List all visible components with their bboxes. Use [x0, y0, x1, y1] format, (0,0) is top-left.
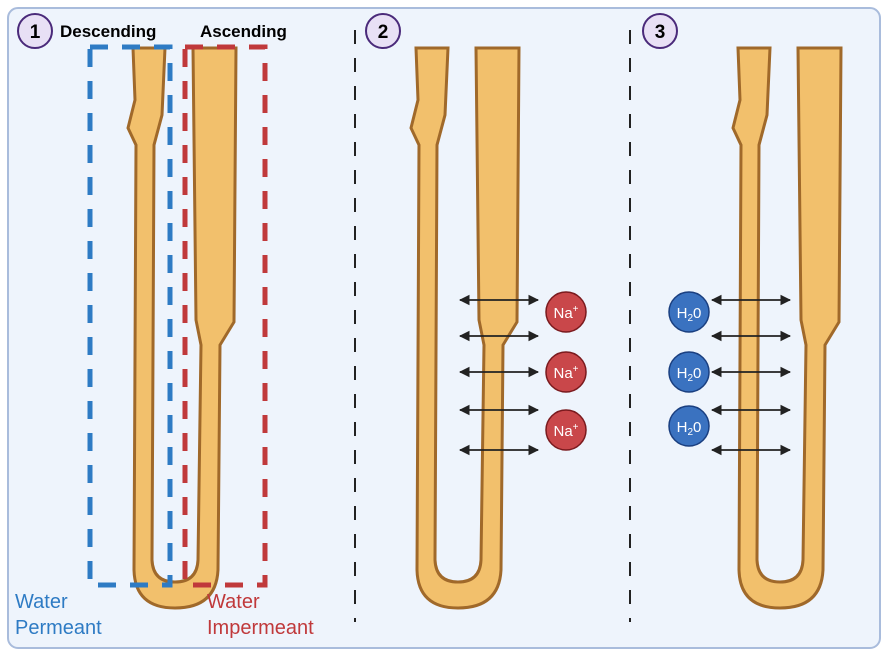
water-molecule: H20 — [668, 405, 710, 447]
sodium-ion: Na+ — [545, 409, 587, 451]
descending-label: Descending — [60, 22, 156, 41]
step-number: 2 — [378, 22, 389, 43]
sodium-ion: Na+ — [545, 351, 587, 393]
ion-label: Na+ — [553, 364, 578, 382]
molecule-label: H20 — [677, 305, 702, 324]
impermeant-label: Impermeant — [207, 617, 314, 639]
water-molecule: H20 — [668, 351, 710, 393]
water-impermeant-region — [182, 44, 268, 588]
step-number: 1 — [30, 22, 41, 43]
sodium-ion: Na+ — [545, 291, 587, 333]
ion-label: Na+ — [553, 422, 578, 440]
molecule-label: H20 — [677, 365, 702, 384]
water-molecule: H20 — [668, 291, 710, 333]
ascending-label: Ascending — [200, 22, 287, 41]
water-permeant-region — [87, 44, 173, 588]
ion-label: Na+ — [553, 304, 578, 322]
permeant-label: Permeant — [15, 617, 102, 639]
step-badge-1: 1 — [17, 13, 53, 49]
impermeant-label: Water — [207, 591, 260, 613]
molecule-label: H20 — [677, 419, 702, 438]
step-number: 3 — [655, 22, 666, 43]
step-badge-3: 3 — [642, 13, 678, 49]
permeant-label: Water — [15, 591, 68, 613]
step-badge-2: 2 — [365, 13, 401, 49]
